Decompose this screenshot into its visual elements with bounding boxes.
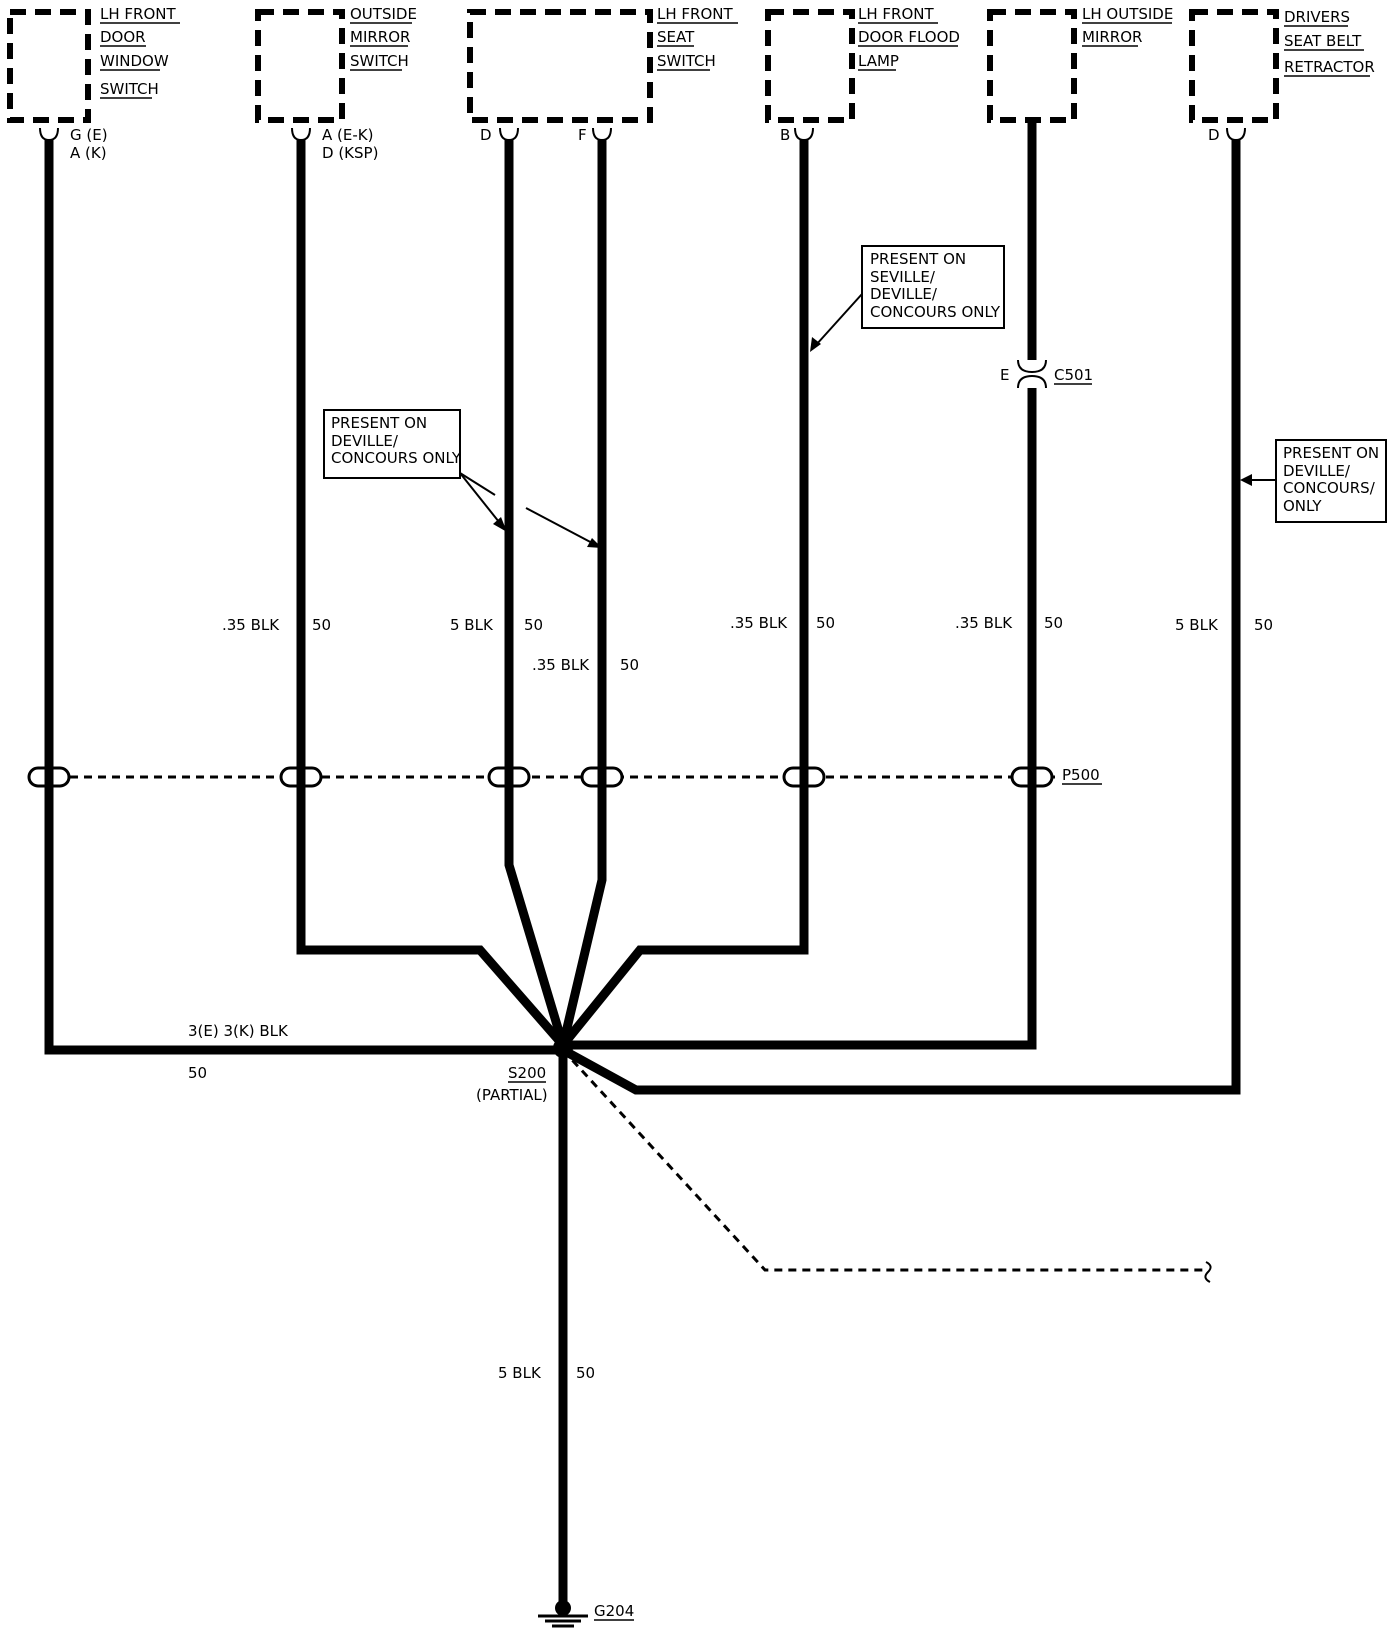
partial-continuation-line xyxy=(561,1048,1208,1272)
c501-label: C501 xyxy=(1054,366,1093,384)
svg-text:RETRACTOR: RETRACTOR xyxy=(1284,58,1375,76)
component-label-flood-lamp: LH FRONT DOOR FLOOD LAMP xyxy=(858,5,960,71)
c501-pin-label: E xyxy=(1000,366,1009,384)
pin-label: F xyxy=(578,126,587,144)
p500-label: P500 xyxy=(1062,766,1100,784)
svg-text:CONCOURS/: CONCOURS/ xyxy=(1283,479,1376,497)
svg-text:OUTSIDE: OUTSIDE xyxy=(350,5,417,23)
svg-text:SEVILLE/: SEVILLE/ xyxy=(870,268,936,286)
svg-text:PRESENT ON: PRESENT ON xyxy=(1283,444,1379,462)
component-box-outside-mirror-switch xyxy=(255,9,345,123)
pin-label: A (K) xyxy=(70,144,107,162)
svg-text:LAMP: LAMP xyxy=(858,52,899,70)
svg-text:CONCOURS ONLY: CONCOURS ONLY xyxy=(870,303,1001,321)
wire-gauge-label: 5 BLK xyxy=(450,616,494,634)
component-label-door-window-switch: LH FRONT DOOR WINDOW SWITCH xyxy=(100,5,180,99)
wire-circuit-label: 50 xyxy=(620,656,639,674)
wire-gauge-label: .35 BLK xyxy=(955,614,1013,632)
svg-text:DEVILLE/: DEVILLE/ xyxy=(870,285,938,303)
component-box-door-window-switch xyxy=(7,9,91,123)
pin-label: D (KSP) xyxy=(322,144,378,162)
wire-gauge-label: .35 BLK xyxy=(532,656,590,674)
component-label-outside-mirror-switch: OUTSIDE MIRROR SWITCH xyxy=(350,5,417,71)
wire-circuit-label: 50 xyxy=(1254,616,1273,634)
svg-text:CONCOURS ONLY: CONCOURS ONLY xyxy=(331,449,462,467)
c501-connector xyxy=(1017,359,1047,389)
s200-splice-dot xyxy=(553,1038,573,1058)
component-label-seat-switch: LH FRONT SEAT SWITCH xyxy=(657,5,738,71)
svg-text:MIRROR: MIRROR xyxy=(1082,28,1142,46)
svg-text:LH FRONT: LH FRONT xyxy=(858,5,934,23)
pin-label: D xyxy=(1208,126,1220,144)
connector-cups xyxy=(39,127,1246,142)
svg-text:SEAT BELT: SEAT BELT xyxy=(1284,32,1362,50)
pin-label: A (E-K) xyxy=(322,126,373,144)
svg-text:SEAT: SEAT xyxy=(657,28,695,46)
wire-gauge-label: .35 BLK xyxy=(730,614,788,632)
pin-label: B xyxy=(780,126,790,144)
wire-circuit-label: 50 xyxy=(524,616,543,634)
svg-text:SWITCH: SWITCH xyxy=(100,80,159,98)
note-seville-deville-concours: PRESENT ON SEVILLE/ DEVILLE/ CONCOURS ON… xyxy=(810,245,1005,352)
g204-label: G204 xyxy=(594,1602,634,1620)
ground-icon xyxy=(538,1600,588,1628)
pin-label: D xyxy=(480,126,492,144)
wire-gauge-label: 5 BLK xyxy=(498,1364,542,1382)
svg-text:DEVILLE/: DEVILLE/ xyxy=(331,432,399,450)
p500-wire-overlay xyxy=(44,768,1037,786)
component-label-seat-belt-retractor: DRIVERS SEAT BELT RETRACTOR xyxy=(1284,8,1375,77)
pin-label: G (E) xyxy=(70,126,108,144)
component-label-outside-mirror: LH OUTSIDE MIRROR xyxy=(1082,5,1173,47)
svg-text:PRESENT ON: PRESENT ON xyxy=(870,250,966,268)
svg-text:PRESENT ON: PRESENT ON xyxy=(331,414,427,432)
component-box-flood-lamp xyxy=(765,9,855,123)
wire-gauge-label: .35 BLK xyxy=(222,616,280,634)
note-deville-concours: PRESENT ON DEVILLE/ CONCOURS ONLY xyxy=(323,409,602,548)
svg-text:WINDOW: WINDOW xyxy=(100,52,169,70)
component-box-outside-mirror xyxy=(987,9,1077,123)
wire-circuit-label: 50 xyxy=(188,1064,207,1082)
continuation-break-mark xyxy=(1204,1261,1212,1283)
svg-text:DOOR: DOOR xyxy=(100,28,146,46)
svg-text:ONLY: ONLY xyxy=(1283,497,1322,515)
svg-text:MIRROR: MIRROR xyxy=(350,28,410,46)
s200-note: (PARTIAL) xyxy=(476,1086,548,1104)
svg-text:SWITCH: SWITCH xyxy=(350,52,409,70)
svg-text:LH FRONT: LH FRONT xyxy=(657,5,733,23)
wire-circuit-label: 50 xyxy=(816,614,835,632)
svg-text:LH FRONT: LH FRONT xyxy=(100,5,176,23)
s200-label: S200 xyxy=(508,1064,546,1082)
wire-gauge-label: 3(E) 3(K) BLK xyxy=(188,1022,289,1040)
wires xyxy=(44,120,1241,1612)
wire-gauge-label: 5 BLK xyxy=(1175,616,1219,634)
svg-text:DEVILLE/: DEVILLE/ xyxy=(1283,462,1351,480)
svg-text:DRIVERS: DRIVERS xyxy=(1284,8,1350,26)
component-box-seat-switch xyxy=(467,9,653,123)
wire-circuit-label: 50 xyxy=(312,616,331,634)
wire-circuit-label: 50 xyxy=(1044,614,1063,632)
wire-circuit-label: 50 xyxy=(576,1364,595,1382)
svg-text:DOOR FLOOD: DOOR FLOOD xyxy=(858,28,960,46)
note-deville-concours-belt: PRESENT ON DEVILLE/ CONCOURS/ ONLY xyxy=(1240,439,1387,523)
svg-text:LH OUTSIDE: LH OUTSIDE xyxy=(1082,5,1173,23)
svg-text:SWITCH: SWITCH xyxy=(657,52,716,70)
component-box-seat-belt-retractor xyxy=(1189,9,1279,123)
